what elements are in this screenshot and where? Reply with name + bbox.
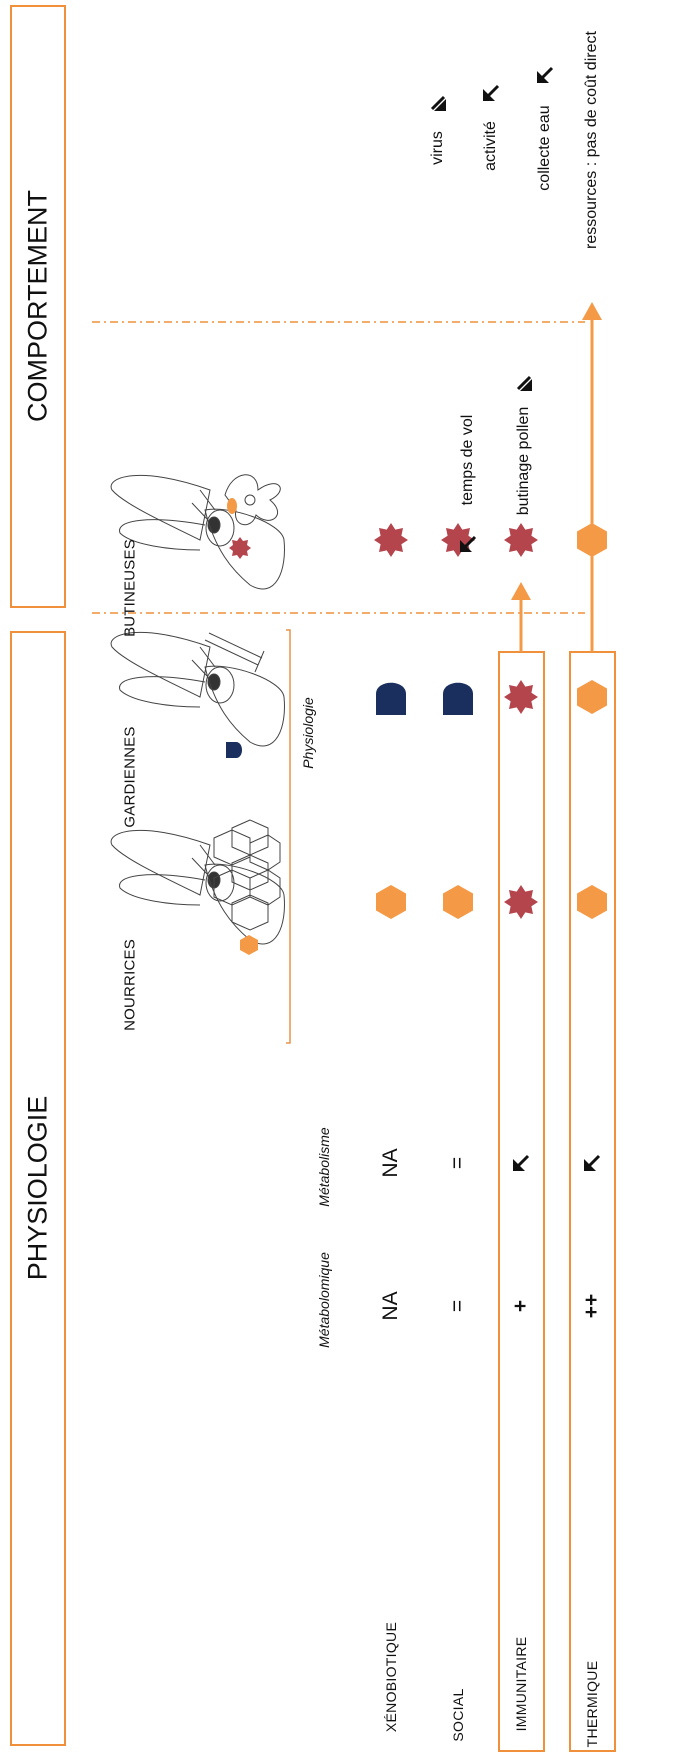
forager-bee-illustration [110, 474, 285, 590]
arrow-down-icon [430, 95, 446, 111]
guard-bee-mark [226, 742, 242, 758]
behaviour-flight-time: temps de vol [459, 414, 476, 506]
column-header-metabolisme: Métabolisme [316, 1127, 332, 1207]
behaviour-virus: virus [429, 131, 446, 165]
social-metabolisme-value: = [446, 1156, 469, 1170]
column-header-physiologie: Physiologie [300, 697, 316, 769]
arrow-up-icon [483, 84, 500, 101]
behaviour-header-box [10, 5, 66, 608]
immune-guard-star [504, 680, 538, 714]
arrow-up-icon [584, 1154, 601, 1171]
arrow-up-icon [513, 1154, 530, 1171]
caste-label-butineuses: BUTINEUSES [121, 539, 139, 637]
caste-label-gardiennes: GARDIENNES [121, 726, 139, 828]
forager-bee-pollen-mark [227, 498, 237, 514]
arrow-up-icon [460, 535, 477, 552]
row-label-immunitaire: IMMUNITAIRE [513, 1636, 529, 1732]
thermal-nurse-hexagon [577, 885, 607, 919]
arrow-down-icon [516, 375, 532, 391]
behaviour-resources: ressources : pas de coût direct [583, 31, 600, 249]
behaviour-pollen-foraging: butinage pollen [515, 406, 532, 516]
thermal-metabolomique-value: ++ [580, 1293, 603, 1319]
xenobiotic-metabolomique-value: NA [379, 1291, 402, 1321]
column-header-metabolomique: Métabolomique [316, 1252, 332, 1348]
row-label-xenobiotique: XÉNOBIOTIQUE [383, 1621, 399, 1733]
immune-forager-star [504, 523, 538, 557]
thermal-forager-hexagon [577, 523, 607, 557]
forager-bee-mark [229, 537, 251, 559]
immune-metabolomique-value: + [509, 1299, 532, 1313]
nurse-bee-mark [240, 935, 258, 955]
caste-label-nourrices: NOURRICES [121, 939, 139, 1031]
nurse-bee-illustration [110, 819, 285, 945]
thermal-to-behaviour-arrow-head [582, 302, 602, 320]
social-metabolomique-value: = [446, 1299, 469, 1313]
behaviour-activity: activité [482, 121, 499, 171]
thermal-guard-hexagon [577, 680, 607, 714]
row-label-social: SOCIAL [450, 1688, 466, 1742]
row-label-thermique: THERMIQUE [584, 1660, 600, 1748]
immune-nurse-star [504, 885, 538, 919]
xenobiotic-nurse-hexagon [376, 885, 406, 919]
caste-bracket [286, 629, 291, 1044]
physiology-header-box [10, 631, 66, 1746]
xenobiotic-metabolisme-value: NA [379, 1148, 402, 1178]
immune-to-behaviour-arrow-head [511, 582, 531, 600]
guard-bee-illustration [110, 631, 285, 747]
behaviour-water-collection: collecte eau [536, 105, 553, 191]
social-guard-shield [443, 682, 473, 715]
social-nurse-hexagon [443, 885, 473, 919]
xenobiotic-guard-shield [376, 682, 406, 715]
arrow-up-icon [537, 66, 554, 83]
xenobiotic-forager-star [374, 523, 408, 557]
